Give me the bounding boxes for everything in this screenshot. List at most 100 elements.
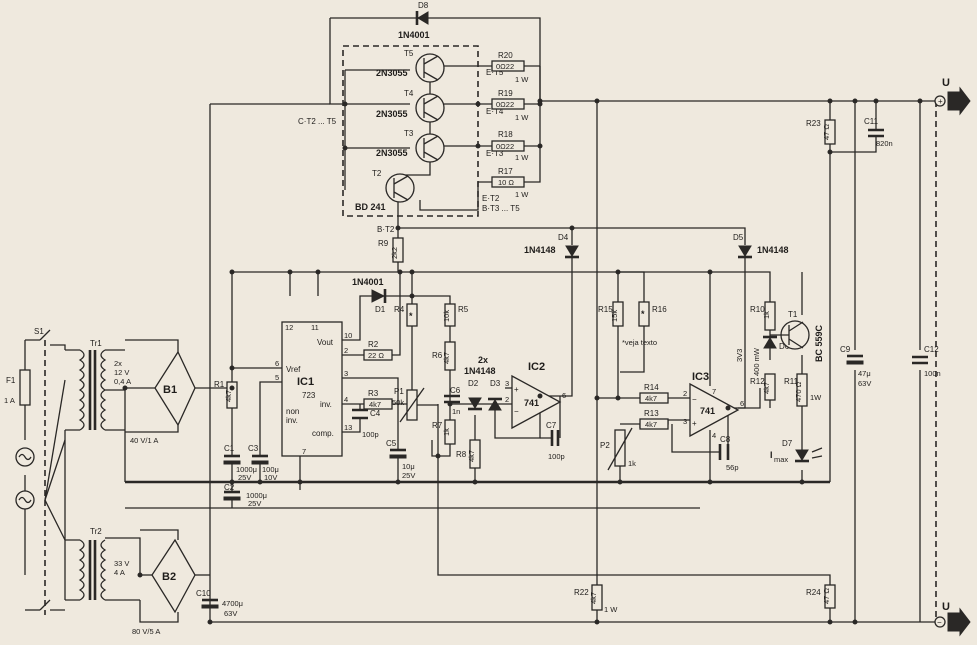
svg-text:P2: P2	[600, 441, 610, 450]
bridge-rectifier-b2: B2 80 V/5 A	[132, 538, 196, 636]
svg-text:4k7: 4k7	[442, 352, 451, 364]
svg-text:C1: C1	[224, 444, 235, 453]
svg-text:1 W: 1 W	[515, 190, 529, 199]
svg-text:2: 2	[344, 346, 348, 355]
svg-text:12: 12	[285, 323, 293, 332]
svg-text:25V: 25V	[238, 473, 251, 482]
svg-text:723: 723	[302, 391, 316, 400]
svg-text:R2: R2	[368, 340, 379, 349]
svg-text:P1: P1	[394, 387, 404, 396]
switch-s1: S1	[34, 327, 51, 611]
svg-text:Vref: Vref	[286, 365, 301, 374]
svg-text:4k7: 4k7	[645, 420, 657, 429]
transformer-tr2: Tr2 33 V 4 A	[78, 527, 129, 601]
svg-text:2N3055: 2N3055	[376, 109, 408, 119]
transistor-t4: T4 2N3055 E·T4	[376, 89, 504, 123]
resistor-r3: 4k7 R3	[363, 389, 393, 410]
svg-text:R3: R3	[368, 389, 379, 398]
svg-text:4: 4	[344, 395, 348, 404]
svg-text:1 W: 1 W	[515, 113, 529, 122]
svg-text:D3: D3	[490, 379, 501, 388]
svg-text:T3: T3	[404, 129, 414, 138]
svg-text:R16: R16	[652, 305, 667, 314]
svg-text:1 W: 1 W	[515, 153, 529, 162]
svg-text:2N3055: 2N3055	[376, 148, 408, 158]
bridge-rectifier-b1: B1 40 V/1 A	[130, 350, 196, 445]
svg-text:25V: 25V	[248, 499, 261, 508]
svg-text:10 Ω: 10 Ω	[498, 178, 514, 187]
resistor-r24: 47 Ω R24	[806, 584, 836, 609]
svg-text:+: +	[938, 97, 943, 106]
svg-text:10k: 10k	[442, 310, 451, 322]
svg-text:B2: B2	[162, 571, 176, 583]
svg-text:inv.: inv.	[320, 400, 332, 409]
svg-text:R15: R15	[598, 305, 613, 314]
svg-text:1N4001: 1N4001	[352, 277, 384, 287]
svg-text:1N4148: 1N4148	[524, 245, 556, 255]
resistor-r2: 22 Ω R2	[363, 340, 393, 361]
svg-text:C8: C8	[720, 435, 731, 444]
svg-text:6: 6	[740, 399, 744, 408]
svg-text:R1: R1	[214, 380, 225, 389]
transformer-tr1: Tr1 2x 12 V 0,4 A	[78, 339, 131, 431]
svg-text:10: 10	[344, 331, 352, 340]
resistor-r23: 47 Ω R23	[806, 119, 836, 145]
svg-text:2: 2	[505, 395, 509, 404]
svg-text:R14: R14	[644, 383, 659, 392]
svg-text:C9: C9	[840, 345, 851, 354]
svg-text:11: 11	[311, 323, 319, 332]
svg-text:R7: R7	[432, 421, 443, 430]
svg-text:2x: 2x	[114, 359, 122, 368]
svg-text:C2: C2	[224, 483, 235, 492]
svg-text:40 V/1 A: 40 V/1 A	[130, 436, 158, 445]
svg-text:C7: C7	[546, 421, 557, 430]
resistor-r7: 1k R7	[432, 419, 456, 445]
capacitor-c6: C6 1n	[444, 386, 461, 416]
diodes-d2-d3: 2x 1N4148 D2 D3	[464, 355, 502, 411]
svg-text:7: 7	[712, 387, 716, 396]
resistor-r11: 470 Ω R11 1W	[784, 373, 822, 407]
svg-text:D5: D5	[733, 233, 744, 242]
ic1-723: Vout Vref IC1 723 inv. non inv. comp. 12…	[275, 321, 352, 457]
capacitor-c1: C1 1000μ 25V	[223, 444, 257, 482]
svg-text:0Ω22: 0Ω22	[496, 62, 514, 71]
svg-text:I: I	[770, 450, 773, 460]
capacitor-c9: C9 47μ 63V	[840, 345, 871, 388]
resistor-r19: 0Ω22 R19 1 W	[491, 89, 529, 122]
output-minus-terminal: U −	[934, 601, 971, 637]
zener-d6: D6 400 mW 3V3	[735, 335, 790, 376]
svg-text:1n: 1n	[452, 407, 460, 416]
svg-text:−: −	[692, 395, 697, 404]
svg-text:0,4 A: 0,4 A	[114, 377, 131, 386]
diode-d4: D4 1N4148	[524, 233, 579, 259]
svg-text:10V: 10V	[264, 473, 277, 482]
capacitor-c11: C11 820n	[864, 117, 893, 148]
svg-text:R20: R20	[498, 51, 513, 60]
svg-text:2: 2	[683, 389, 687, 398]
svg-text:R22: R22	[574, 588, 589, 597]
svg-text:IC3: IC3	[692, 371, 709, 383]
potentiometer-p2: P2 1k	[600, 427, 636, 482]
svg-text:100μ: 100μ	[262, 465, 279, 474]
svg-text:R17: R17	[498, 167, 513, 176]
svg-text:2N3055: 2N3055	[376, 68, 408, 78]
svg-text:C5: C5	[386, 439, 397, 448]
svg-text:63V: 63V	[858, 379, 871, 388]
ic2-741: + − 741 IC2 3 2 6	[505, 361, 566, 430]
svg-text:1000μ: 1000μ	[246, 491, 267, 500]
resistor-r1: 4k7 R1	[214, 380, 238, 409]
transistor-t2: T2 BD 241 B·T2 E·T2 B·T3 ... T5 C·T2 ...…	[298, 117, 520, 234]
svg-text:4 A: 4 A	[114, 568, 125, 577]
capacitor-c2: C2 1000μ 25V	[223, 482, 267, 508]
svg-text:R4: R4	[394, 305, 405, 314]
svg-text:47 Ω: 47 Ω	[822, 124, 831, 140]
resistor-r8: 4k7 R8	[456, 439, 481, 469]
svg-text:741: 741	[700, 406, 715, 416]
svg-text:C11: C11	[864, 117, 879, 126]
svg-text:1W: 1W	[810, 393, 822, 402]
svg-text:−: −	[937, 618, 942, 627]
junction-dots	[122, 98, 923, 625]
svg-text:100p: 100p	[362, 430, 379, 439]
resistor-r10: 1k R10	[750, 301, 776, 331]
